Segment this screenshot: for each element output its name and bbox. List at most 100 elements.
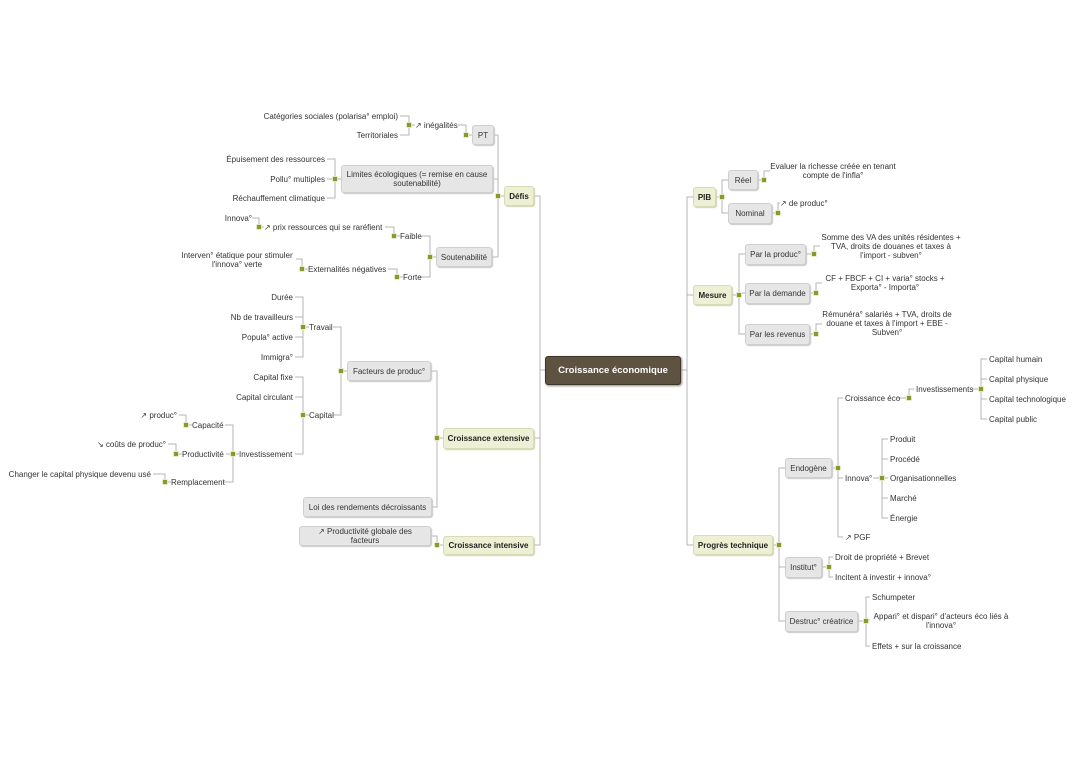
node-pib[interactable]: PIB — [693, 187, 716, 207]
node-changer[interactable]: Changer le capital physique devenu usé — [8, 470, 151, 479]
node-produit[interactable]: Produit — [890, 435, 916, 444]
node-productivite[interactable]: Productivité — [182, 450, 224, 459]
node-popula-active[interactable]: Popula° active — [241, 333, 293, 342]
collapse-toggle-icon[interactable] — [406, 122, 412, 128]
collapse-toggle-icon[interactable] — [256, 224, 262, 230]
node-organisationnelles[interactable]: Organisationnelles — [890, 474, 957, 483]
collapse-toggle-icon[interactable] — [427, 254, 433, 260]
node-capital[interactable]: Capital — [309, 411, 334, 420]
collapse-toggle-icon[interactable] — [811, 251, 817, 257]
node-pollu[interactable]: Pollu° multiples — [270, 175, 325, 184]
node-nb-travailleurs[interactable]: Nb de travailleurs — [230, 313, 293, 322]
collapse-toggle-icon[interactable] — [391, 233, 397, 239]
node-capital-physique[interactable]: Capital physique — [989, 375, 1049, 384]
node-incitent[interactable]: Incitent à investir + innova° — [835, 573, 931, 582]
node-effets[interactable]: Effets + sur la croissance — [872, 642, 962, 651]
collapse-toggle-icon[interactable] — [183, 422, 189, 428]
node-faible[interactable]: Faible — [400, 232, 422, 241]
node-pgf-right[interactable]: ↗ PGF — [845, 533, 871, 542]
root-node[interactable]: Croissance économique — [545, 356, 681, 385]
node-remplacement[interactable]: Remplacement — [171, 478, 225, 487]
node-duree[interactable]: Durée — [271, 293, 293, 302]
node-couts[interactable]: ↘ coûts de produc° — [96, 440, 166, 449]
collapse-toggle-icon[interactable] — [338, 368, 344, 374]
collapse-toggle-icon[interactable] — [879, 475, 885, 481]
node-capital-technologique[interactable]: Capital technologique — [989, 395, 1066, 404]
node-croissance-eco[interactable]: Croissance éco — [845, 394, 901, 403]
node-procede[interactable]: Procédé — [890, 455, 920, 464]
collapse-toggle-icon[interactable] — [736, 292, 742, 298]
collapse-toggle-icon[interactable] — [835, 465, 841, 471]
node-epuisement[interactable]: Épuisement des ressources — [226, 155, 325, 164]
node-endogene[interactable]: Endogène — [785, 458, 832, 478]
collapse-toggle-icon[interactable] — [776, 542, 782, 548]
node-defis[interactable]: Défis — [504, 186, 534, 206]
node-schumpeter[interactable]: Schumpeter — [872, 593, 916, 602]
node-par-demande[interactable]: Par la demande — [745, 283, 810, 304]
node-innova[interactable]: Innova° — [224, 214, 252, 223]
node-investissement[interactable]: Investissement — [239, 450, 293, 459]
node-energie[interactable]: Énergie — [890, 514, 918, 523]
collapse-toggle-icon[interactable] — [813, 331, 819, 337]
node-interven[interactable]: Interven° étatique pour stimuler l'innov… — [181, 251, 293, 269]
collapse-toggle-icon[interactable] — [813, 290, 819, 296]
node-produc[interactable]: ↗ produc° — [140, 411, 177, 420]
collapse-toggle-icon[interactable] — [300, 412, 306, 418]
collapse-toggle-icon[interactable] — [434, 542, 440, 548]
node-facteurs[interactable]: Facteurs de produc° — [347, 361, 431, 381]
collapse-toggle-icon[interactable] — [978, 386, 984, 392]
collapse-toggle-icon[interactable] — [761, 177, 767, 183]
node-forte[interactable]: Forte — [403, 273, 422, 282]
node-capital-circulant[interactable]: Capital circulant — [236, 393, 293, 402]
node-institut[interactable]: Institut° — [785, 557, 822, 578]
node-croissance-extensive[interactable]: Croissance extensive — [443, 428, 534, 449]
collapse-toggle-icon[interactable] — [300, 324, 306, 330]
collapse-toggle-icon[interactable] — [863, 618, 869, 624]
collapse-toggle-icon[interactable] — [719, 194, 725, 200]
node-reel[interactable]: Réel — [728, 170, 758, 190]
node-externalites[interactable]: Externalités négatives — [308, 265, 387, 274]
node-capacite[interactable]: Capacité — [192, 421, 224, 430]
collapse-toggle-icon[interactable] — [434, 435, 440, 441]
node-categories[interactable]: Catégories sociales (polarisa° emploi) — [263, 112, 398, 121]
node-soutenabilite[interactable]: Soutenabilité — [436, 247, 492, 267]
node-de-produc[interactable]: ↗ de produc° — [780, 199, 828, 208]
collapse-toggle-icon[interactable] — [394, 274, 400, 280]
node-capital-fixe[interactable]: Capital fixe — [253, 373, 293, 382]
node-croissance-intensive[interactable]: Croissance intensive — [443, 536, 534, 555]
node-rechauffement[interactable]: Réchauffement climatique — [232, 194, 325, 203]
node-mesure[interactable]: Mesure — [693, 285, 732, 305]
node-nominal[interactable]: Nominal — [728, 203, 772, 224]
node-cf[interactable]: CF + FBCF + CI + varia° stocks + Exporta… — [825, 274, 945, 292]
node-capital-public[interactable]: Capital public — [989, 415, 1038, 424]
collapse-toggle-icon[interactable] — [299, 266, 305, 272]
node-destruc-creatrice[interactable]: Destruc° créatrice — [785, 611, 858, 632]
node-prix[interactable]: ↗ prix ressources qui se raréfient — [264, 223, 383, 232]
node-somme[interactable]: Somme des VA des unités résidentes + TVA… — [821, 233, 961, 260]
node-appari[interactable]: Appari° et dispari° d'acteurs éco liés à… — [873, 612, 1009, 630]
node-progres-technique[interactable]: Progrès technique — [693, 535, 773, 555]
node-remunera[interactable]: Rémunéra° salariés + TVA, droits de doua… — [822, 310, 952, 337]
node-territoriales[interactable]: Territoriales — [356, 131, 398, 140]
node-droit[interactable]: Droit de propriété + Brevet — [835, 553, 930, 562]
node-investissements[interactable]: Investissements — [916, 385, 974, 394]
collapse-toggle-icon[interactable] — [906, 395, 912, 401]
collapse-toggle-icon[interactable] — [230, 451, 236, 457]
node-loi-rendements[interactable]: Loi des rendements décroissants — [303, 497, 432, 517]
node-evaluer[interactable]: Evaluer la richesse créée en tenant comp… — [770, 162, 896, 180]
collapse-toggle-icon[interactable] — [775, 210, 781, 216]
node-pt[interactable]: PT — [472, 125, 494, 145]
node-capital-humain[interactable]: Capital humain — [989, 355, 1043, 364]
node-inegalites[interactable]: ↗ inégalités — [415, 121, 458, 130]
collapse-toggle-icon[interactable] — [463, 132, 469, 138]
collapse-toggle-icon[interactable] — [826, 564, 832, 570]
collapse-toggle-icon[interactable] — [495, 193, 501, 199]
collapse-toggle-icon[interactable] — [173, 451, 179, 457]
node-par-produc[interactable]: Par la produc° — [745, 244, 806, 265]
node-innoval[interactable]: Innova° — [845, 474, 873, 483]
node-marche[interactable]: Marché — [890, 494, 917, 503]
node-immigra[interactable]: Immigra° — [260, 353, 293, 362]
node-travail[interactable]: Travail — [309, 323, 333, 332]
collapse-toggle-icon[interactable] — [162, 479, 168, 485]
node-limites[interactable]: Limites écologiques (= remise en cause s… — [341, 165, 493, 193]
